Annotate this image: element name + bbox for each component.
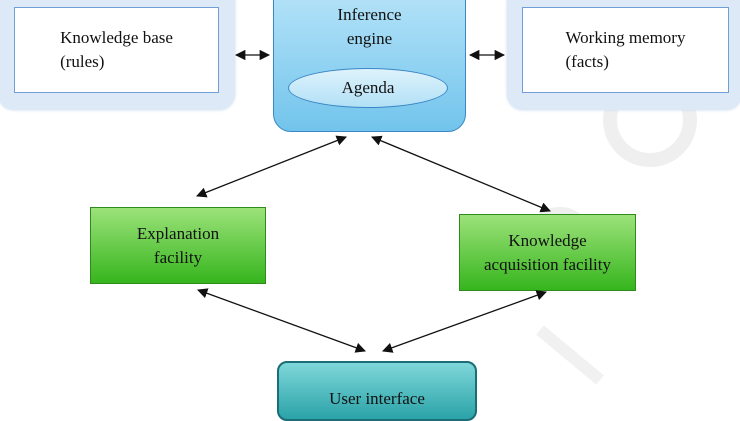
working-memory-box[interactable]: Working memory (facts)	[522, 7, 729, 93]
inference-engine-box[interactable]: Inference engine Agenda	[273, 0, 466, 132]
arrow-engine-acquisition	[371, 135, 551, 213]
explanation-facility-box[interactable]: Explanation facility	[90, 207, 266, 284]
arrow-explanation-ui	[197, 288, 366, 353]
user-interface-box[interactable]: User interface	[277, 361, 477, 421]
knowledge-base-box[interactable]: Knowledge base (rules)	[14, 7, 219, 93]
agenda-label: Agenda	[341, 78, 395, 97]
inference-engine-label: Inference engine	[337, 5, 402, 48]
knowledge-acquisition-facility-box[interactable]: Knowledge acquisition facility	[459, 214, 636, 291]
arrow-engine-explanation	[196, 135, 347, 198]
arrow-acquisition-ui	[382, 290, 547, 353]
user-interface-label: User interface	[329, 389, 425, 408]
agenda-ellipse[interactable]: Agenda	[288, 68, 448, 108]
